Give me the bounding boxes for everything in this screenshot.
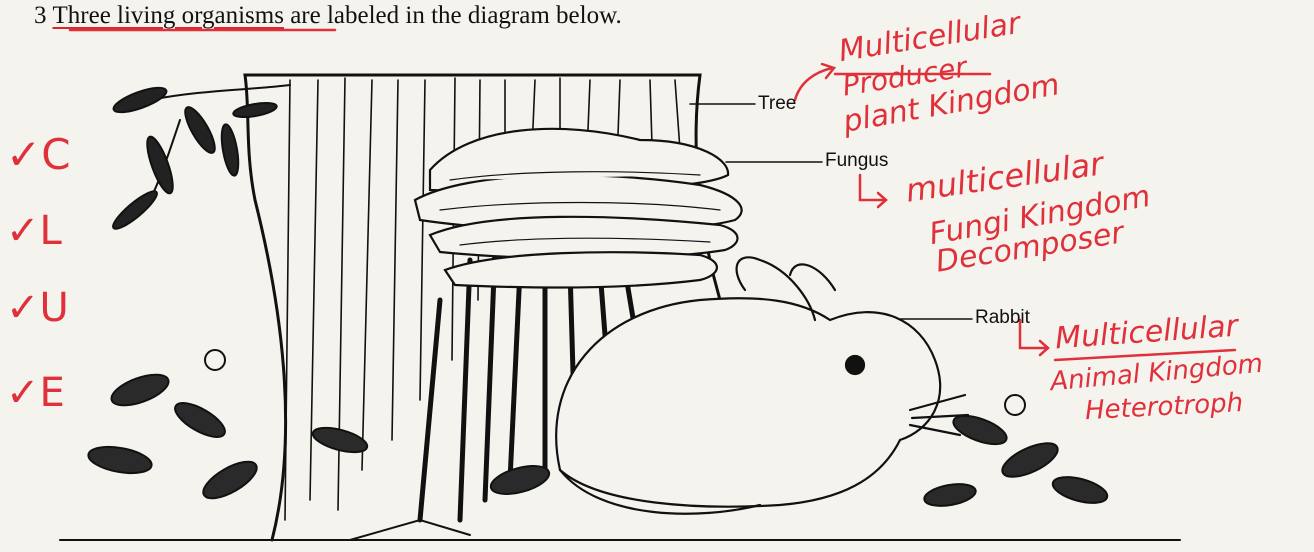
check-letter-l: L [40,208,62,254]
rabbit-drawing [556,257,968,513]
check-letter-u: U [40,285,69,331]
leafy-branch [109,83,290,233]
rabbit-label: Rabbit [975,307,1030,329]
fungus-shelves [415,129,742,288]
fungus-arrow [860,175,886,207]
check-letter-c: C [41,130,70,179]
check-mark-u: ✓U [6,285,69,331]
check-letter-e: E [40,370,65,416]
check-mark-c: ✓C [6,130,71,179]
tree-arrow [795,64,834,100]
check-mark-e: ✓E [6,370,65,416]
fungus-label: Fungus [825,150,888,172]
tree-label: Tree [758,93,796,115]
check-mark-l: ✓L [6,208,62,254]
